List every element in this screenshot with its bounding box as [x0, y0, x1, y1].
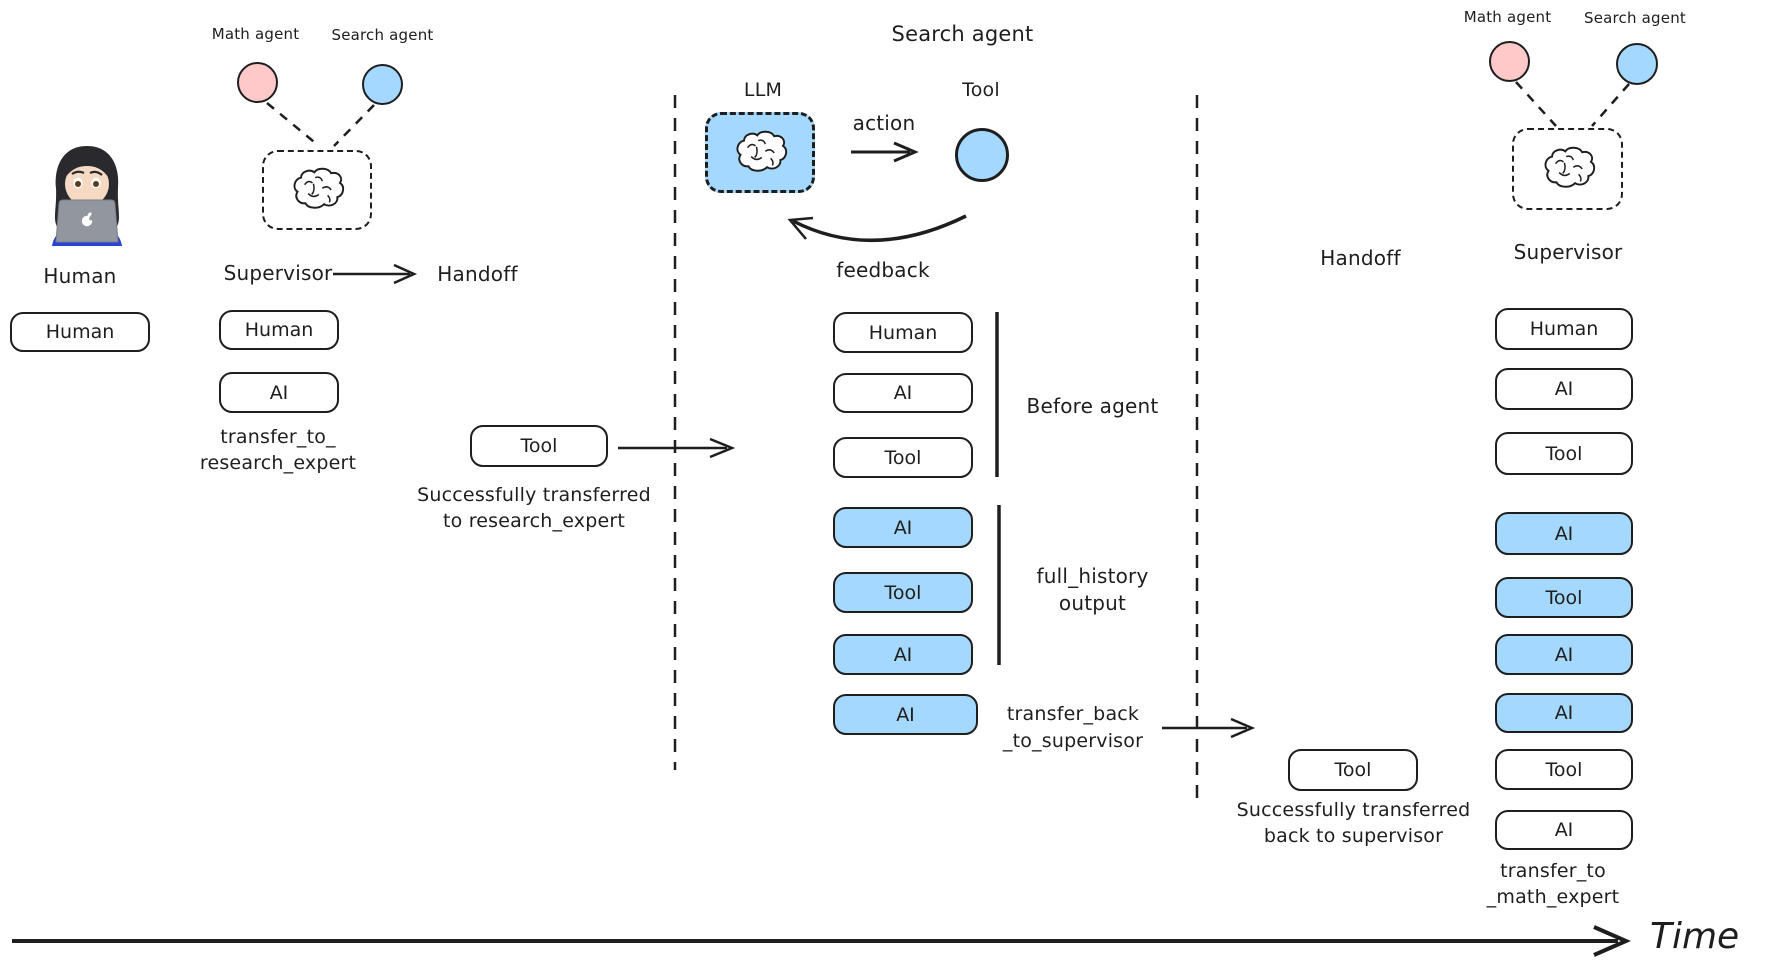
tool-node: [955, 128, 1009, 182]
before-agent-label: Before agent: [1026, 394, 1159, 418]
note-line: transfer_back: [1006, 703, 1140, 725]
supervisor2-label: Supervisor: [1513, 240, 1623, 264]
message-label: Tool: [1334, 759, 1372, 781]
message-box: AI: [833, 507, 973, 548]
human-message-label: Human: [45, 321, 115, 343]
message-box: AI: [833, 634, 973, 675]
message-label: AI: [1554, 378, 1574, 400]
transfer-to-research-note: transfer_to_ research_expert: [193, 424, 363, 476]
full-history-note: full_history output: [1010, 563, 1175, 617]
message-box: Human: [219, 310, 339, 350]
message-label: Tool: [520, 435, 558, 457]
message-box: Tool: [1495, 749, 1633, 790]
message-box: AI: [1495, 693, 1633, 733]
message-label: AI: [893, 382, 913, 404]
message-label: Human: [868, 321, 938, 344]
human-label: Human: [43, 264, 117, 288]
note-line: Successfully transferred: [417, 484, 651, 506]
message-box: AI: [1495, 810, 1633, 850]
handoff2-label: Handoff: [1320, 246, 1401, 270]
handoff1-tool-box: Tool: [470, 425, 608, 467]
message-label: Tool: [1545, 442, 1583, 465]
note-line: full_history: [1036, 564, 1149, 588]
message-box: AI: [219, 372, 339, 413]
message-box: Tool: [1495, 432, 1633, 475]
note-line: research_expert: [199, 452, 357, 474]
message-box: Tool: [1495, 577, 1633, 618]
time-axis-arrow: [12, 925, 1631, 957]
message-label: AI: [1554, 819, 1574, 841]
message-label: AI: [893, 643, 913, 666]
llm-box: [705, 112, 815, 193]
message-label: AI: [896, 703, 915, 726]
search-agent-label: Search agent: [331, 26, 434, 44]
success-transfer-note-1: Successfully transferred to research_exp…: [398, 482, 670, 534]
message-box: Tool: [833, 572, 973, 613]
message-box: AI: [833, 373, 973, 413]
transfer-to-math-note: transfer_to _math_expert: [1473, 858, 1633, 910]
message-box: AI: [833, 694, 978, 735]
handoff2-tool-box: Tool: [1288, 749, 1418, 791]
message-box: Human: [1495, 308, 1633, 350]
message-box: AI: [1495, 368, 1633, 410]
woman-technologist-emoji: [52, 146, 122, 246]
handoff1-label: Handoff: [437, 262, 518, 286]
feedback-arrow: [787, 214, 967, 242]
message-label: Human: [244, 319, 314, 341]
note-line: Successfully transferred: [1236, 799, 1471, 821]
message-label: AI: [1554, 522, 1574, 545]
message-label: Tool: [884, 581, 922, 604]
handoff1-to-agent-arrow: [618, 437, 736, 459]
search-agent-node: [1616, 43, 1658, 85]
math-agent-node: [237, 62, 278, 103]
message-label: Human: [1529, 318, 1599, 340]
llm-label: LLM: [743, 79, 783, 101]
transfer-back-arrow: [1162, 717, 1256, 739]
brain-icon: [1543, 146, 1595, 188]
supervisor1-to-handoff-arrow: [333, 263, 418, 285]
brain-icon: [293, 167, 345, 209]
brain-icon: [736, 130, 788, 172]
message-label: Tool: [884, 446, 922, 469]
feedback-label: feedback: [836, 258, 930, 282]
note-line: back to supervisor: [1263, 825, 1444, 847]
message-box: Tool: [833, 437, 973, 478]
transfer-back-note: transfer_back _to_supervisor: [988, 701, 1158, 755]
message-box: Human: [833, 312, 973, 353]
note-line: transfer_to: [1500, 860, 1606, 882]
search-agent-node: [362, 64, 403, 105]
human-message-box: Human: [10, 312, 150, 352]
action-arrow: [851, 141, 919, 163]
note-line: output: [1058, 591, 1127, 615]
time-axis-label: Time: [1650, 916, 1740, 957]
success-transfer-note-2: Successfully transferred back to supervi…: [1216, 797, 1491, 849]
note-line: _math_expert: [1486, 886, 1620, 908]
search-agent-label: Search agent: [1583, 9, 1687, 27]
message-label: Tool: [1545, 586, 1583, 609]
supervisor1-box: [262, 150, 372, 230]
supervisor1-label: Supervisor: [223, 261, 333, 285]
supervisor1-agent-connectors: [266, 102, 375, 147]
supervisor2-box: [1512, 128, 1623, 210]
math-agent-node: [1489, 41, 1530, 82]
math-agent-label: Math agent: [1463, 8, 1552, 26]
math-agent-label: Math agent: [211, 25, 300, 43]
note-line: _to_supervisor: [1002, 730, 1144, 752]
message-box: AI: [1495, 512, 1633, 555]
action-label: action: [852, 111, 916, 135]
message-label: Tool: [1545, 758, 1583, 781]
search-agent-panel-title: Search agent: [891, 22, 1034, 46]
message-label: AI: [1554, 643, 1574, 666]
supervisor2-agent-connectors: [1515, 81, 1630, 127]
message-label: AI: [893, 516, 913, 539]
note-line: transfer_to_: [220, 426, 336, 448]
message-label: AI: [269, 381, 289, 404]
message-box: AI: [1495, 634, 1633, 675]
note-line: to research_expert: [442, 510, 626, 532]
message-label: AI: [1554, 702, 1574, 724]
tool-label: Tool: [962, 79, 1000, 101]
